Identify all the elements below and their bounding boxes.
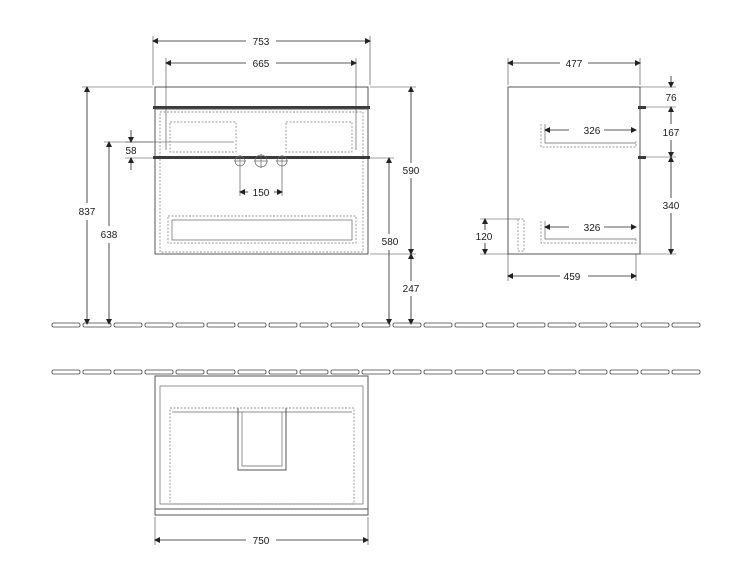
dim-tap-height: 638 [101, 230, 118, 241]
floor-segment [113, 369, 143, 375]
dim-side-lower: 340 [663, 201, 680, 212]
floor-segment [330, 322, 360, 328]
dim-side-depth: 477 [566, 59, 583, 70]
front-cabinet-hidden [159, 111, 364, 253]
floor-segment [206, 322, 236, 328]
dim-cabinet-height: 590 [403, 166, 420, 177]
floor-segment [51, 369, 81, 375]
plan-drawer [169, 407, 355, 505]
plan-siphon-cutout [237, 408, 287, 471]
floor-segment [144, 369, 174, 375]
dim-plan-width: 750 [253, 536, 270, 547]
floor-segment [82, 369, 112, 375]
floor-segment [454, 322, 484, 328]
plan-view: 750 [154, 375, 369, 547]
floor-segment [423, 369, 453, 375]
floor-segment [206, 369, 236, 375]
floor-segment [299, 369, 329, 375]
dim-inner-width: 665 [253, 59, 270, 70]
dim-total-width: 753 [253, 37, 270, 48]
front-cabinet [154, 108, 369, 255]
floor-segment [485, 322, 515, 328]
floor-segment [299, 322, 329, 328]
floor-segment [454, 369, 484, 375]
dim-drawer-depth-bottom: 326 [584, 223, 601, 234]
floor-segment [51, 322, 81, 328]
floor-segment [175, 322, 205, 328]
tap-icon-center [254, 154, 268, 168]
floor-segment [237, 322, 267, 328]
plan-inner [159, 385, 364, 505]
floor-segment [392, 369, 422, 375]
floor-segment [516, 369, 546, 375]
floor-segment [485, 369, 515, 375]
dim-total-height: 837 [79, 207, 96, 218]
dim-inner-depth: 459 [564, 272, 581, 283]
front-basin-bar [153, 106, 370, 109]
floor-line-upper [51, 322, 701, 328]
floor-segment [330, 369, 360, 375]
floor-segment [144, 322, 174, 328]
floor-segment [578, 322, 608, 328]
floor-segment [671, 369, 701, 375]
floor-line-lower [51, 369, 701, 375]
floor-segment [113, 322, 143, 328]
dim-side-upper: 167 [663, 128, 680, 139]
floor-segment [640, 322, 670, 328]
floor-segment [82, 322, 112, 328]
floor-segment [516, 322, 546, 328]
floor-segment [578, 369, 608, 375]
front-basin [154, 86, 369, 108]
side-bar-lower [638, 156, 646, 159]
front-drawer-inner2 [171, 219, 353, 241]
side-back-panel [517, 218, 525, 252]
floor-segment [640, 369, 670, 375]
floor-segment [547, 369, 577, 375]
floor-segment [392, 322, 422, 328]
dim-tap-spacing: 150 [253, 188, 270, 199]
side-drawer-lower [540, 221, 637, 244]
tap-icon-left [234, 155, 246, 167]
dim-drawer-height: 120 [476, 232, 493, 243]
floor-segment [237, 369, 267, 375]
floor-segment [268, 322, 298, 328]
tap-icon-right [276, 155, 288, 167]
floor-segment [671, 322, 701, 328]
dim-drawer-depth-top: 326 [584, 126, 601, 137]
floor-segment [268, 369, 298, 375]
side-cabinet [507, 86, 641, 255]
dim-side-top: 76 [665, 93, 677, 104]
plan-front-panel [154, 508, 369, 516]
side-bar-upper [638, 106, 646, 109]
plan-outer [154, 375, 369, 510]
dim-tap-offset: 58 [125, 146, 137, 157]
side-view: 477 326 326 459 120 76 167 340 [476, 58, 680, 283]
front-drawer-bar [153, 156, 370, 159]
floor-segment [361, 369, 391, 375]
floor-segment [609, 369, 639, 375]
front-view: 753 665 837 638 58 150 590 [79, 36, 420, 325]
dim-floor-gap: 247 [403, 284, 420, 295]
dim-cabinet-lower: 580 [382, 237, 399, 248]
front-drawer-inner [167, 215, 357, 244]
floor-segment [175, 369, 205, 375]
front-bowl-left [169, 121, 237, 153]
front-bowl-right [285, 121, 353, 153]
side-drawer-upper [540, 124, 637, 148]
floor-segment [423, 322, 453, 328]
floor-segment [609, 322, 639, 328]
floor-segment [361, 322, 391, 328]
floor-segment [547, 322, 577, 328]
